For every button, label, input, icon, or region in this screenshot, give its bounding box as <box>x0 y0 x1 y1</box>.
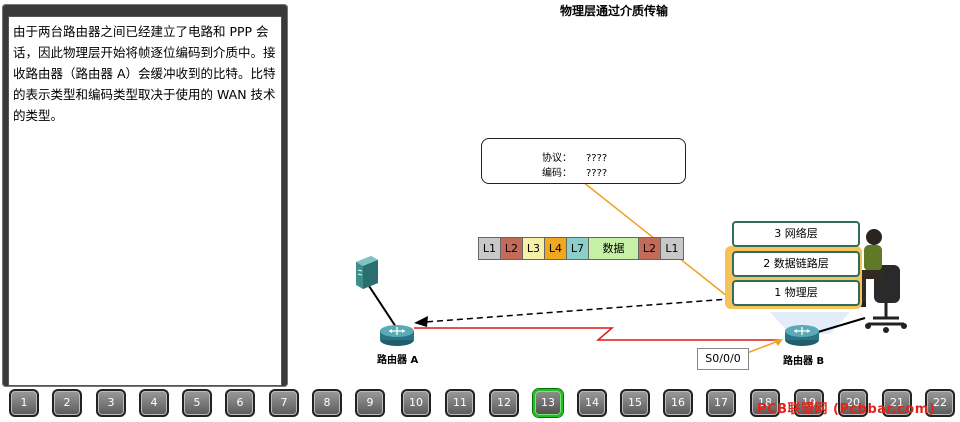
frame-strip: L1 L2 L3 L4 L7 数据 L2 L1 <box>478 237 684 260</box>
encoding-value: ???? <box>586 168 608 179</box>
frame-cell-l2-tail: L2 <box>639 238 661 259</box>
step-button-10[interactable]: 10 <box>401 389 431 417</box>
step-navigation: 1 2 3 4 5 6 7 8 9 10 11 12 13 14 15 16 1… <box>0 387 960 422</box>
step-button-16[interactable]: 16 <box>663 389 693 417</box>
router-b-icon <box>785 325 819 346</box>
description-text: 由于两台路由器之间已经建立了电路和 PPP 会话，因此物理层开始将帧逐位编码到介… <box>13 24 276 123</box>
protocol-value: ???? <box>586 153 608 164</box>
step-button-2[interactable]: 2 <box>52 389 82 417</box>
step-button-14[interactable]: 14 <box>577 389 607 417</box>
data-flow-arrowhead <box>414 316 428 327</box>
frame-cell-l1-tail: L1 <box>661 238 683 259</box>
step-button-8[interactable]: 8 <box>312 389 342 417</box>
protocol-key: 协议： <box>542 153 572 164</box>
step-button-20[interactable]: 20 <box>838 389 868 417</box>
layer-physical: 1 物理层 <box>732 280 860 306</box>
frame-cell-l7: L7 <box>567 238 589 259</box>
frame-cell-l1-head: L1 <box>479 238 501 259</box>
router-a-label: 路由器 A <box>377 355 419 366</box>
layer-network: 3 网络层 <box>732 221 860 247</box>
step-button-22[interactable]: 22 <box>925 389 955 417</box>
port-label: S0/0/0 <box>697 348 749 370</box>
step-button-18[interactable]: 18 <box>750 389 780 417</box>
step-button-17[interactable]: 17 <box>706 389 736 417</box>
encoding-key: 编码： <box>542 168 572 179</box>
layer-datalink: 2 数据链路层 <box>732 251 860 277</box>
frame-cell-l2-head: L2 <box>501 238 523 259</box>
description-panel: 由于两台路由器之间已经建立了电路和 PPP 会话，因此物理层开始将帧逐位编码到介… <box>2 4 288 387</box>
frame-cell-data: 数据 <box>589 238 639 259</box>
server-cable <box>368 285 397 328</box>
description-frame: 由于两台路由器之间已经建立了电路和 PPP 会话，因此物理层开始将帧逐位编码到介… <box>8 16 282 386</box>
step-button-5[interactable]: 5 <box>182 389 212 417</box>
router-a-icon <box>380 325 414 346</box>
encoding-row: 编码：???? <box>542 164 607 179</box>
step-button-19[interactable]: 19 <box>794 389 824 417</box>
port-pointer <box>746 339 782 354</box>
page-title: 物理层通过介质传输 <box>560 4 669 18</box>
protocol-info-box: 协议：???? 编码：???? <box>481 138 686 184</box>
step-button-3[interactable]: 3 <box>96 389 126 417</box>
router-b-label: 路由器 B <box>783 356 825 367</box>
step-button-6[interactable]: 6 <box>225 389 255 417</box>
user-person-icon <box>852 229 907 333</box>
step-button-13-active[interactable]: 13 <box>533 389 563 417</box>
frame-cell-l4: L4 <box>545 238 567 259</box>
server-icon <box>356 256 378 289</box>
step-button-12[interactable]: 12 <box>489 389 519 417</box>
step-button-15[interactable]: 15 <box>620 389 650 417</box>
step-button-21[interactable]: 21 <box>882 389 912 417</box>
step-button-9[interactable]: 9 <box>355 389 385 417</box>
frame-cell-l3: L3 <box>523 238 545 259</box>
step-button-4[interactable]: 4 <box>139 389 169 417</box>
watermark-text: PCB联盟网 (Pcbbar.com) <box>757 402 936 417</box>
step-button-7[interactable]: 7 <box>269 389 299 417</box>
port-pointer-arrowhead <box>774 339 783 346</box>
pc-cable <box>817 317 866 333</box>
serial-link <box>414 327 780 341</box>
step-button-11[interactable]: 11 <box>445 389 475 417</box>
step-button-1[interactable]: 1 <box>9 389 39 417</box>
protocol-row: 协议：???? <box>542 149 607 164</box>
